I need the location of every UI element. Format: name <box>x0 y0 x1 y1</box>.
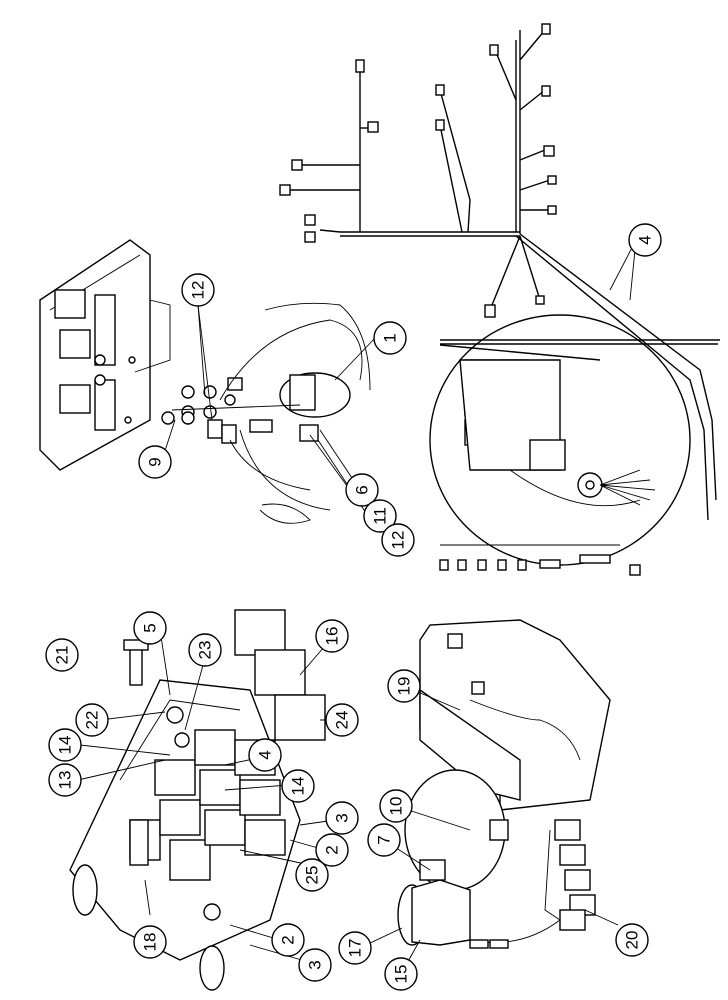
svg-text:12: 12 <box>389 531 408 550</box>
svg-text:3: 3 <box>306 960 325 969</box>
svg-text:14: 14 <box>56 736 75 755</box>
svg-text:3: 3 <box>333 813 352 822</box>
svg-text:19: 19 <box>395 677 414 696</box>
svg-text:23: 23 <box>196 641 215 660</box>
svg-text:4: 4 <box>636 235 655 244</box>
callout-c21: 21 <box>45 638 79 672</box>
svg-text:16: 16 <box>323 627 342 646</box>
svg-text:2: 2 <box>323 845 342 854</box>
svg-text:7: 7 <box>375 835 394 844</box>
callout-c4b: 4 <box>248 738 282 772</box>
svg-text:18: 18 <box>141 933 160 952</box>
callout-c1: 1 <box>373 321 407 355</box>
svg-text:17: 17 <box>346 939 365 958</box>
callout-c18: 18 <box>133 925 167 959</box>
svg-text:11: 11 <box>371 507 390 525</box>
callout-c10: 10 <box>379 789 413 823</box>
svg-text:20: 20 <box>623 931 642 950</box>
svg-text:22: 22 <box>83 711 102 730</box>
callout-c20: 20 <box>615 923 649 957</box>
callout-c15: 15 <box>384 957 418 991</box>
wiring-harness <box>279 23 720 521</box>
callout-c14b: 14 <box>281 769 315 803</box>
svg-text:14: 14 <box>289 777 308 796</box>
svg-text:5: 5 <box>141 623 160 632</box>
svg-text:2: 2 <box>279 935 298 944</box>
callout-c6: 6 <box>345 473 379 507</box>
svg-text:10: 10 <box>387 797 406 816</box>
callout-c25: 25 <box>295 858 329 892</box>
callout-c5: 5 <box>133 611 167 645</box>
svg-text:13: 13 <box>56 771 75 790</box>
callout-c9: 9 <box>138 445 172 479</box>
horn-bracket-assembly <box>397 619 611 949</box>
callout-c14a: 14 <box>48 728 82 762</box>
callout-c13: 13 <box>48 763 82 797</box>
callout-c2b: 2 <box>271 923 305 957</box>
svg-text:15: 15 <box>392 965 411 984</box>
svg-text:25: 25 <box>303 866 322 885</box>
callout-c23: 23 <box>188 633 222 667</box>
callout-c4a: 4 <box>628 223 662 257</box>
callout-c11: 11 <box>363 499 397 533</box>
ignition-switch-assembly <box>161 302 371 524</box>
callout-c12b: 12 <box>381 523 415 557</box>
callout-c7: 7 <box>367 823 401 857</box>
callout-c17: 17 <box>338 931 372 965</box>
switch-panel-assembly <box>39 239 171 471</box>
relay-detail-circle <box>429 314 691 576</box>
svg-text:4: 4 <box>256 750 275 759</box>
callout-c19: 19 <box>387 669 421 703</box>
callout-c12a: 12 <box>181 273 215 307</box>
svg-text:24: 24 <box>333 711 352 730</box>
callout-c24: 24 <box>325 703 359 737</box>
callout-c2a: 2 <box>315 833 349 867</box>
svg-text:12: 12 <box>189 281 208 300</box>
callout-c16: 16 <box>315 619 349 653</box>
callout-c3b: 3 <box>298 948 332 982</box>
callout-c22: 22 <box>75 703 109 737</box>
callout-c3a: 3 <box>325 801 359 835</box>
svg-text:9: 9 <box>146 457 165 466</box>
svg-text:1: 1 <box>381 333 400 342</box>
svg-text:21: 21 <box>53 646 72 665</box>
svg-text:6: 6 <box>353 485 372 494</box>
